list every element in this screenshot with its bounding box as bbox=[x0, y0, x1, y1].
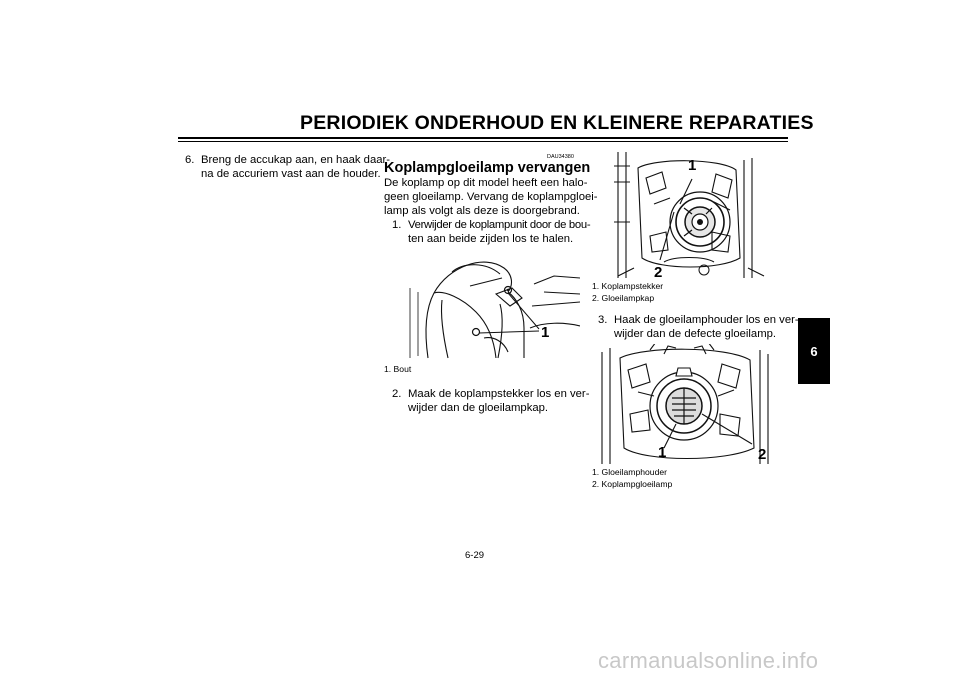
fig3-callout-2: 2 bbox=[758, 446, 767, 463]
step-6-number: 6. bbox=[185, 154, 195, 166]
figure-headlight-connector bbox=[614, 152, 765, 278]
step-6-line-2: na de accuriem vast aan de houder. bbox=[201, 168, 381, 180]
fig3-caption-2: 2. Koplampgloeilamp bbox=[592, 479, 673, 489]
step-1-line-2: ten aan beide zijden los te halen. bbox=[408, 233, 574, 245]
step-3-line-2: wijder dan de defecte gloeilamp. bbox=[614, 328, 777, 340]
fig2-callout-1: 1 bbox=[688, 157, 697, 174]
fig1-caption: 1. Bout bbox=[384, 364, 412, 374]
fig3-callout-1: 1 bbox=[658, 444, 667, 461]
header-rule-thin bbox=[178, 141, 788, 142]
step-2-number: 2. bbox=[392, 388, 402, 400]
page-number: 6-29 bbox=[465, 550, 485, 561]
intro-line-3: lamp als volgt als deze is doorgebrand. bbox=[384, 205, 580, 217]
fig1-callout-1: 1 bbox=[541, 324, 550, 341]
chapter-tab[interactable]: 6 bbox=[798, 318, 830, 384]
section-title: Koplampgloeilamp vervangen bbox=[384, 160, 591, 176]
fig3-caption-1: 1. Gloeilamphouder bbox=[592, 467, 668, 477]
step-3-number: 3. bbox=[598, 314, 608, 326]
fig2-callout-2: 2 bbox=[654, 264, 663, 281]
figure-bulb-holder bbox=[601, 344, 769, 464]
chapter-tab-label: 6 bbox=[810, 343, 818, 359]
intro-line-1: De koplamp op dit model heeft een halo- bbox=[384, 177, 588, 189]
step-1-number: 1. bbox=[392, 219, 402, 231]
header-rule bbox=[178, 137, 788, 139]
step-3-line-1: Haak de gloeilamphouder los en ver- bbox=[614, 314, 799, 326]
intro-line-2: geen gloeilamp. Vervang de koplampgloei- bbox=[384, 191, 598, 203]
fig2-caption-1: 1. Koplampstekker bbox=[592, 281, 664, 291]
watermark: carmanualsonline.info bbox=[598, 648, 819, 673]
step-1-line-1: Verwijder de koplampunit door de bou- bbox=[408, 219, 591, 231]
step-2-line-1: Maak de koplampstekker los en ver- bbox=[408, 388, 590, 400]
step-2-line-2: wijder dan de gloeilampkap. bbox=[408, 402, 549, 414]
step-6-line-1: Breng de accukap aan, en haak daar- bbox=[201, 154, 391, 166]
fig2-caption-2: 2. Gloeilampkap bbox=[592, 293, 655, 303]
page-header-title: PERIODIEK ONDERHOUD EN KLEINERE REPARATI… bbox=[300, 112, 814, 134]
doc-code: DAU34380 bbox=[547, 154, 574, 160]
figure-headlight-bolt bbox=[409, 261, 580, 359]
